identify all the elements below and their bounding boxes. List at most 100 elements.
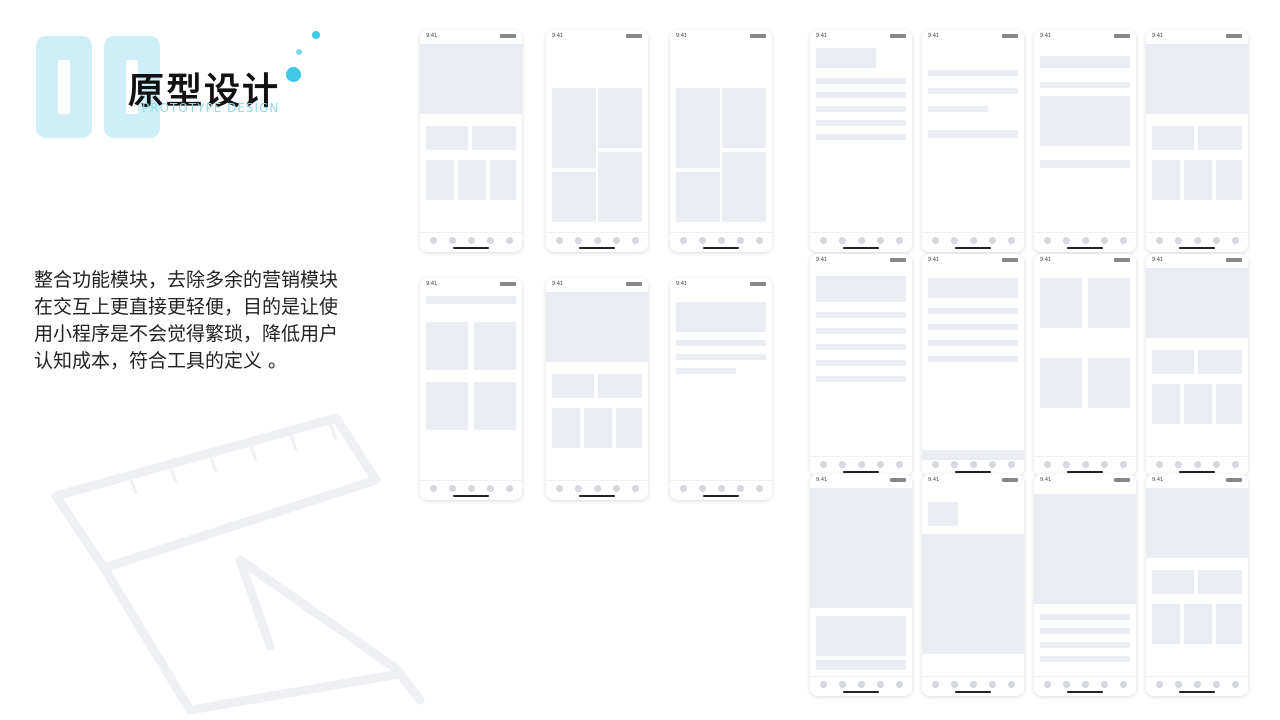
wireframe-block	[552, 172, 596, 222]
tab-icon	[1008, 681, 1015, 688]
wireframe-block	[1088, 278, 1130, 328]
home-indicator	[1067, 691, 1103, 693]
wireframe-block	[816, 78, 906, 84]
home-indicator	[1179, 247, 1215, 249]
tab-icon	[1156, 681, 1163, 688]
tab-icon	[1082, 461, 1089, 468]
home-indicator	[955, 247, 991, 249]
wireframe-block	[584, 408, 612, 448]
wireframe-block	[676, 88, 720, 168]
tab-icon	[1082, 681, 1089, 688]
wireframe-phone-screen: 9:41	[546, 30, 648, 252]
tab-icon	[718, 237, 725, 244]
battery-icon	[1002, 258, 1018, 262]
wireframe-block	[1040, 628, 1130, 634]
tab-icon	[1101, 461, 1108, 468]
tab-icon	[449, 237, 456, 244]
battery-icon	[1226, 478, 1242, 482]
status-time: 9:41	[928, 33, 940, 39]
wireframe-phone-screen: 9:41	[1146, 474, 1248, 696]
wireframe-tab-bar	[420, 232, 522, 252]
tab-icon	[820, 461, 827, 468]
tab-icon	[1063, 237, 1070, 244]
wireframe-block	[816, 92, 906, 98]
wireframe-block	[816, 660, 906, 670]
wireframe-phone-screen: 9:41	[546, 278, 648, 500]
battery-icon	[1114, 258, 1130, 262]
tab-icon	[877, 237, 884, 244]
wireframe-block	[816, 48, 876, 68]
status-time: 9:41	[552, 281, 564, 287]
wireframe-phone-screen: 9:41	[1034, 254, 1136, 476]
wireframe-block	[1040, 614, 1130, 620]
tab-icon	[951, 237, 958, 244]
wireframe-block	[928, 624, 968, 644]
wireframe-block	[1152, 350, 1194, 374]
tab-icon	[1175, 681, 1182, 688]
wireframe-phone-screen: 9:41	[670, 278, 772, 500]
battery-icon	[1002, 34, 1018, 38]
wireframe-phone-screen: 9:41	[922, 474, 1024, 696]
tab-icon	[839, 237, 846, 244]
status-time: 9:41	[816, 33, 828, 39]
section-number-digit-0	[36, 36, 92, 138]
status-time: 9:41	[1040, 257, 1052, 263]
tab-icon	[1063, 681, 1070, 688]
tab-icon	[932, 237, 939, 244]
home-indicator	[453, 495, 489, 497]
home-indicator	[703, 495, 739, 497]
wireframe-block	[676, 368, 736, 374]
tab-icon	[970, 237, 977, 244]
tab-icon	[632, 485, 639, 492]
wireframe-block	[816, 134, 906, 140]
wireframe-block	[816, 106, 906, 112]
battery-icon	[1226, 258, 1242, 262]
home-indicator	[579, 495, 615, 497]
wireframe-phone-screen: 9:41	[670, 30, 772, 252]
wireframe-block	[1152, 160, 1180, 200]
wireframe-tab-bar	[670, 232, 772, 252]
accent-dot-small	[312, 31, 320, 39]
home-indicator	[955, 471, 991, 473]
tab-icon	[613, 237, 620, 244]
wireframe-block	[816, 328, 906, 334]
tab-icon	[1120, 681, 1127, 688]
wireframe-block	[1152, 570, 1194, 594]
wireframe-block	[816, 276, 906, 302]
wireframe-tab-bar	[810, 676, 912, 696]
wireframe-tab-bar	[1034, 456, 1136, 476]
tab-icon	[1232, 461, 1239, 468]
wireframe-block	[552, 408, 580, 448]
wireframe-block	[928, 88, 1018, 94]
tab-icon	[1101, 237, 1108, 244]
home-indicator	[1179, 691, 1215, 693]
wireframe-tab-bar	[922, 676, 1024, 696]
tab-icon	[756, 237, 763, 244]
tab-icon	[1194, 237, 1201, 244]
wireframe-block	[1216, 160, 1242, 200]
battery-icon	[500, 282, 516, 286]
tab-icon	[858, 461, 865, 468]
tab-icon	[951, 461, 958, 468]
tab-icon	[820, 681, 827, 688]
wireframe-block	[598, 88, 642, 148]
wireframe-block	[1040, 656, 1130, 662]
battery-icon	[626, 34, 642, 38]
wireframe-block	[1184, 160, 1212, 200]
tab-icon	[970, 681, 977, 688]
tab-icon	[468, 237, 475, 244]
wireframe-phone-screen: 9:41	[1034, 474, 1136, 696]
wireframe-block	[816, 360, 906, 366]
tab-icon	[1082, 237, 1089, 244]
wireframe-phone-screen: 9:41	[420, 278, 522, 500]
wireframe-block	[928, 356, 1018, 362]
tab-icon	[932, 681, 939, 688]
tab-icon	[430, 485, 437, 492]
wireframe-block	[490, 160, 516, 200]
wireframe-block	[426, 160, 454, 200]
tab-icon	[1194, 681, 1201, 688]
tab-icon	[430, 237, 437, 244]
status-time: 9:41	[1040, 33, 1052, 39]
status-time: 9:41	[816, 257, 828, 263]
tab-icon	[951, 681, 958, 688]
